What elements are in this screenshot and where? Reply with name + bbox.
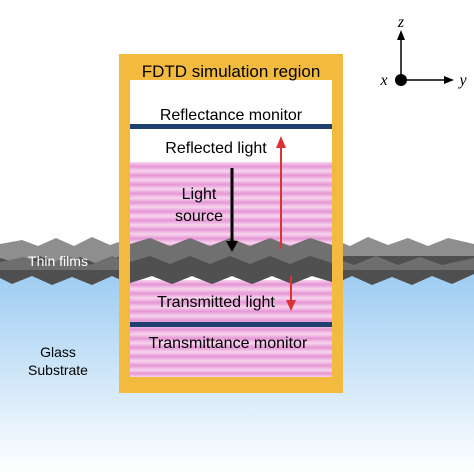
stripe-band bbox=[130, 316, 332, 325]
region-title: FDTD simulation region bbox=[142, 62, 321, 81]
source-stripes-lower bbox=[130, 280, 332, 377]
transmitted-light-arrow-head bbox=[286, 300, 296, 311]
stripe-band bbox=[130, 307, 332, 316]
stripe-band bbox=[130, 298, 332, 307]
stripe-band bbox=[130, 334, 332, 343]
glass-substrate-label-line1: Glass bbox=[40, 344, 76, 360]
thin-film-region-dark bbox=[130, 256, 332, 284]
reflectance-monitor-label: Reflectance monitor bbox=[160, 107, 303, 124]
light-source-label-line2: source bbox=[175, 208, 223, 225]
x-axis-label: x bbox=[379, 72, 387, 89]
light-source-label-line1: Light bbox=[182, 186, 217, 203]
stripe-band bbox=[130, 280, 332, 289]
transmitted-light-label: Transmitted light bbox=[157, 294, 275, 311]
coordinate-axes: z x y bbox=[379, 14, 467, 89]
stripe-band bbox=[130, 343, 332, 352]
light-source-arrow-head bbox=[226, 241, 238, 252]
reflected-light-label: Reflected light bbox=[165, 140, 267, 157]
glass-substrate-label-line2: Substrate bbox=[28, 362, 88, 378]
reflectance-monitor-line bbox=[130, 124, 332, 129]
stripe-band bbox=[130, 289, 332, 298]
reflected-light-arrow-head bbox=[276, 136, 286, 148]
stripe-band bbox=[130, 361, 332, 370]
z-axis-label: z bbox=[397, 14, 405, 31]
y-axis-label: y bbox=[457, 72, 467, 89]
transmittance-monitor-line bbox=[130, 322, 332, 327]
stripe-band bbox=[130, 370, 332, 377]
thin-films-label: Thin films bbox=[28, 253, 88, 269]
stripe-band bbox=[130, 325, 332, 334]
stripe-band bbox=[130, 162, 332, 171]
stripe-band bbox=[130, 352, 332, 361]
y-axis-arrow-icon bbox=[444, 76, 454, 84]
x-axis-dot-icon bbox=[395, 74, 407, 86]
z-axis-arrow-icon bbox=[397, 30, 405, 40]
transmittance-monitor-label: Transmittance monitor bbox=[149, 335, 308, 352]
